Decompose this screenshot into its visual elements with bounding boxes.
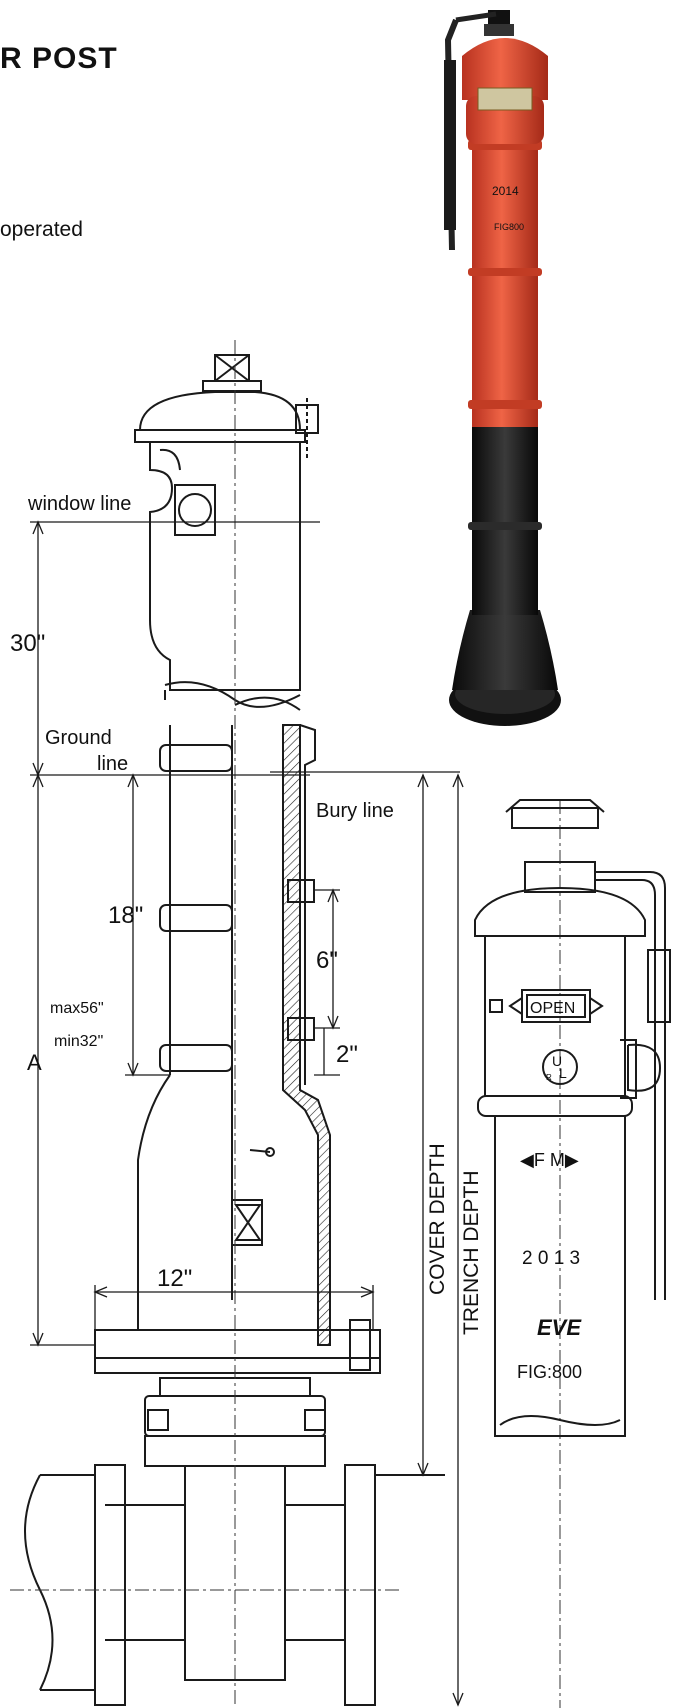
dimension-6-label: 6": [316, 947, 338, 974]
fm-mark: ◀F M▶: [520, 1150, 579, 1170]
min-label: min32": [54, 1033, 103, 1050]
ground-label: Ground: [45, 727, 112, 749]
trench-depth-label: TRENCH DEPTH: [460, 1170, 483, 1335]
ground-line-label: line: [97, 753, 128, 775]
dimension-2-label: 2": [336, 1041, 358, 1068]
centerlines: [10, 340, 561, 1708]
cover-depth-label: COVER DEPTH: [426, 1143, 449, 1295]
page-subtitle: operated: [0, 218, 83, 241]
svg-text:FIG800: FIG800: [494, 222, 524, 232]
svg-text:2014: 2014: [492, 184, 519, 198]
max-label: max56": [50, 1000, 104, 1017]
dimension-12-label: 12": [157, 1265, 192, 1292]
bury-line-label: Bury line: [316, 800, 394, 822]
figure-mark: FIG:800: [517, 1362, 582, 1382]
ul-r: R: [546, 1073, 552, 1082]
window-line-label: window line: [27, 493, 131, 515]
dimension-lines: [30, 520, 464, 1707]
open-plate-text: OPEN: [530, 1000, 575, 1017]
brand-mark: EVE: [537, 1315, 582, 1340]
page-title: R POST: [0, 42, 118, 75]
drawing-labels: window line Ground line Bury line 30" 18…: [10, 493, 483, 1335]
ul-l: L: [559, 1065, 567, 1081]
dimension-30-label: 30": [10, 630, 45, 657]
year-mark: 2 0 1 3: [522, 1248, 580, 1269]
hydrant-photo: 2014 FIG800: [444, 10, 561, 726]
dimension-a-label: A: [27, 1050, 42, 1075]
ul-u: U: [552, 1053, 562, 1069]
hydrant-elevation: [474, 799, 671, 1437]
hydrant-markings: OPEN U L R ◀F M▶ 2 0 1 3 EVE FIG:800: [517, 1000, 582, 1382]
dimension-18-label: 18": [108, 902, 143, 929]
